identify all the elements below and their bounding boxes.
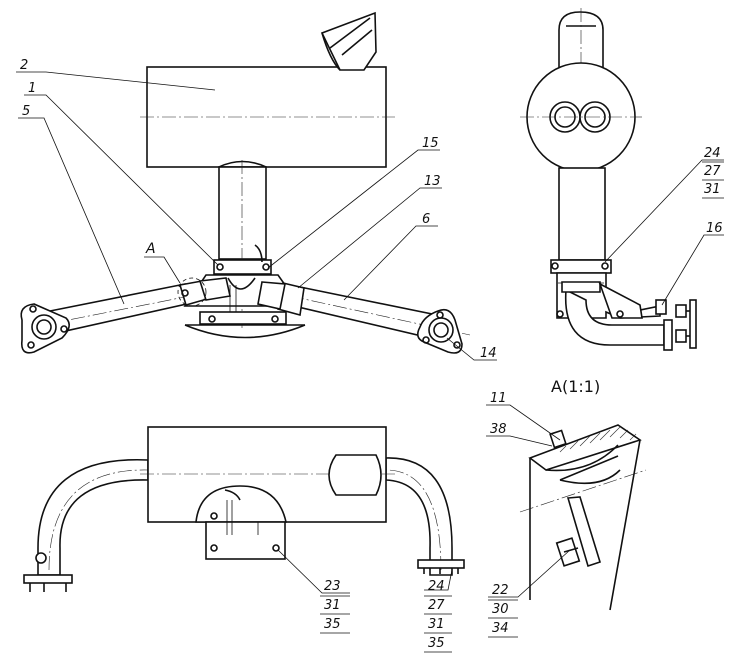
label-5: 5 bbox=[22, 104, 30, 119]
label-31-side: 31 bbox=[704, 182, 721, 197]
front-view-callouts: 23 31 35 24 27 31 35 bbox=[277, 549, 453, 653]
label-31-front-b: 31 bbox=[428, 617, 445, 632]
detail-title: A(1:1) bbox=[551, 377, 600, 396]
label-27-side: 27 bbox=[704, 164, 721, 179]
label-30: 30 bbox=[492, 602, 509, 617]
mounting-plate bbox=[199, 311, 287, 325]
front-view bbox=[23, 426, 465, 592]
label-6: 6 bbox=[422, 212, 430, 227]
detail-view-callouts: 11 38 22 30 34 bbox=[486, 391, 571, 638]
outlet-pipe bbox=[218, 166, 267, 260]
right-exhaust-pipe bbox=[257, 281, 471, 354]
inlet-nozzle bbox=[320, 11, 377, 71]
side-view-callouts: 24 27 31 16 bbox=[604, 146, 724, 306]
label-24-side: 24 bbox=[704, 146, 721, 161]
label-11: 11 bbox=[490, 391, 507, 406]
detail-view: A(1:1) bbox=[519, 377, 647, 611]
label-15: 15 bbox=[422, 136, 439, 151]
left-exhaust-pipe bbox=[20, 277, 231, 354]
label-14: 14 bbox=[480, 346, 497, 361]
label-24-front: 24 bbox=[428, 579, 445, 594]
top-view-callouts: 2 1 5 A 15 13 6 14 bbox=[16, 58, 497, 361]
label-31-front: 31 bbox=[324, 598, 341, 613]
label-2: 2 bbox=[20, 58, 28, 73]
label-35-front-b: 35 bbox=[428, 636, 445, 651]
side-view bbox=[520, 8, 697, 351]
label-1: 1 bbox=[28, 81, 36, 96]
label-23: 23 bbox=[324, 579, 341, 594]
top-view bbox=[20, 11, 471, 354]
label-27-front: 27 bbox=[428, 598, 445, 613]
label-16: 16 bbox=[706, 221, 723, 236]
label-A: A bbox=[145, 241, 156, 257]
clamp-band bbox=[213, 259, 272, 275]
label-13: 13 bbox=[424, 174, 441, 189]
label-22: 22 bbox=[492, 583, 509, 598]
label-35-front: 35 bbox=[324, 617, 341, 632]
u-pipe bbox=[37, 458, 149, 576]
label-38: 38 bbox=[490, 422, 507, 437]
label-34: 34 bbox=[492, 621, 509, 636]
